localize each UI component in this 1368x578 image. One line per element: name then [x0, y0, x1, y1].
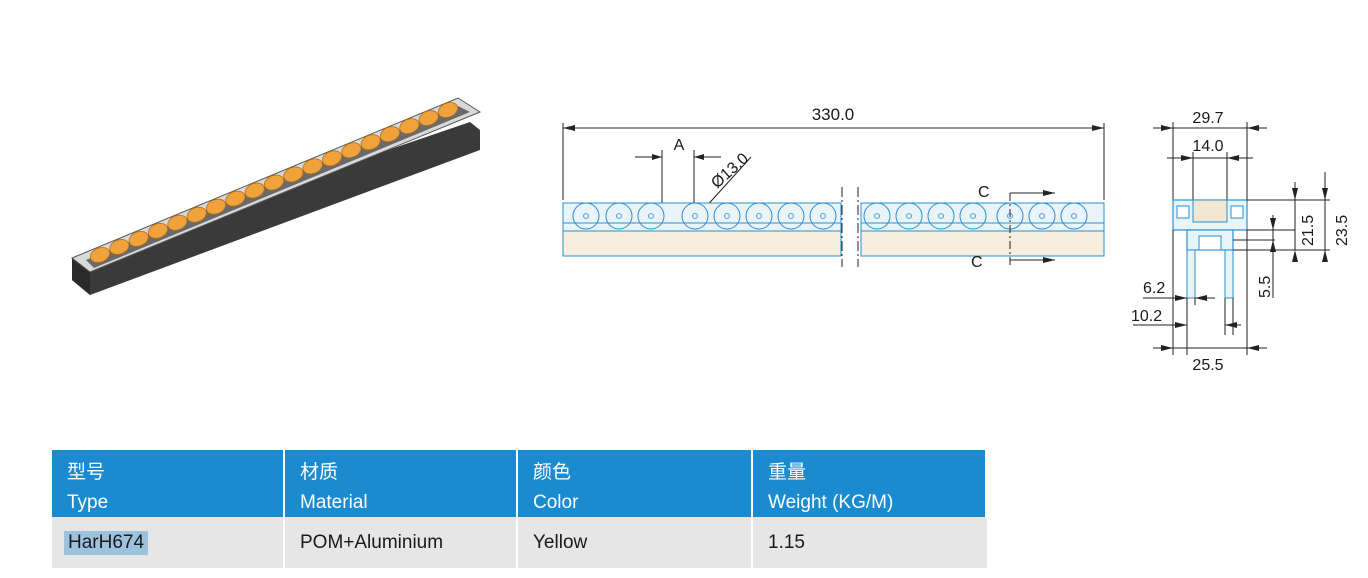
roller-diameter-dim: Ø13.0: [708, 150, 752, 192]
roller-axle: [906, 213, 912, 219]
roller-axle: [616, 213, 622, 219]
cell-weight: 1.15: [753, 517, 987, 568]
header-color: 颜色 Color: [518, 450, 753, 517]
roller-outline: [637, 202, 665, 230]
section-marker-c-top: C: [978, 184, 990, 201]
header-material: 材质 Material: [285, 450, 518, 517]
header-type-en: Type: [67, 492, 109, 513]
roller-axle: [970, 213, 976, 219]
header-color-cn: 颜色: [533, 462, 572, 483]
height-total-dim: 23.5: [1334, 215, 1351, 246]
front-view-rollers: [572, 202, 1088, 230]
roller: [263, 174, 285, 191]
roller-axle: [874, 213, 880, 219]
roller-axle: [1071, 213, 1077, 219]
roller: [341, 142, 362, 159]
roller-axle: [820, 213, 826, 219]
roller-axle: [583, 213, 589, 219]
roller-axle: [648, 213, 654, 219]
roller: [321, 150, 343, 167]
header-material-en: Material: [300, 492, 368, 513]
roller: [283, 166, 304, 183]
roller-outline: [777, 202, 805, 230]
roller-outline: [745, 202, 773, 230]
roller: [109, 239, 130, 255]
type-value-highlighted: HarH674: [64, 530, 149, 555]
roller: [167, 214, 188, 231]
roller-axle: [724, 213, 730, 219]
front-view-drawing: 330.0 A Ø13.0 C C: [562, 105, 1105, 271]
roller-outline: [959, 202, 987, 230]
inner-width-dim: 14.0: [1192, 138, 1223, 155]
roller-axle: [938, 213, 944, 219]
roller-axle: [756, 213, 762, 219]
section-marker-c-bottom: C: [971, 254, 983, 271]
roller: [244, 182, 265, 199]
roller: [89, 247, 111, 263]
roller-outline: [681, 202, 709, 230]
header-weight: 重量 Weight (KG/M): [753, 450, 987, 517]
roller: [418, 110, 439, 126]
roller-outline: [809, 202, 837, 230]
roller: [225, 190, 246, 207]
roller-group: [89, 102, 459, 263]
header-type: 型号 Type: [52, 450, 285, 517]
cell-type: HarH674: [52, 517, 285, 568]
roller-outline: [1060, 202, 1088, 230]
roller: [205, 198, 227, 215]
dim-6-2: 6.2: [1143, 280, 1165, 297]
roller-axle: [1039, 213, 1045, 219]
header-weight-en: Weight (KG/M): [768, 492, 894, 513]
roller-outline: [572, 202, 600, 230]
header-color-en: Color: [533, 492, 579, 513]
cell-color: Yellow: [518, 517, 753, 568]
roller: [360, 134, 381, 151]
height-inner-dim: 21.5: [1300, 215, 1317, 246]
overall-length-dim: 330.0: [812, 105, 855, 124]
section-marker-a: A: [674, 137, 685, 154]
cell-material: POM+Aluminium: [285, 517, 518, 568]
roller: [379, 126, 401, 143]
roller-track-illustration: [71, 97, 482, 295]
base-width-dim: 25.5: [1192, 357, 1223, 374]
roller: [437, 102, 459, 118]
roller-axle: [788, 213, 794, 219]
roller-outline: [1028, 202, 1056, 230]
cross-section-drawing: 29.7 14.0 21.5 23.5 5.5 6.2 10.2 25.5: [1131, 110, 1351, 374]
roller-outline: [713, 202, 741, 230]
roller-outline: [927, 202, 955, 230]
roller-outline: [605, 202, 633, 230]
roller: [128, 230, 149, 247]
roller: [302, 158, 323, 175]
header-material-cn: 材质: [300, 462, 339, 483]
roller: [147, 222, 169, 239]
header-type-cn: 型号: [67, 462, 106, 483]
dim-5-5: 5.5: [1257, 276, 1274, 298]
spec-table: 型号 Type 材质 Material 颜色 Color 重量 Weight (…: [52, 450, 987, 568]
profile-width-dim: 29.7: [1192, 110, 1223, 127]
dim-10-2: 10.2: [1131, 308, 1162, 325]
header-weight-cn: 重量: [768, 462, 807, 483]
roller-outline: [863, 202, 891, 230]
roller-outline: [895, 202, 923, 230]
roller: [399, 118, 420, 135]
roller-axle: [692, 213, 698, 219]
roller: [186, 206, 207, 223]
